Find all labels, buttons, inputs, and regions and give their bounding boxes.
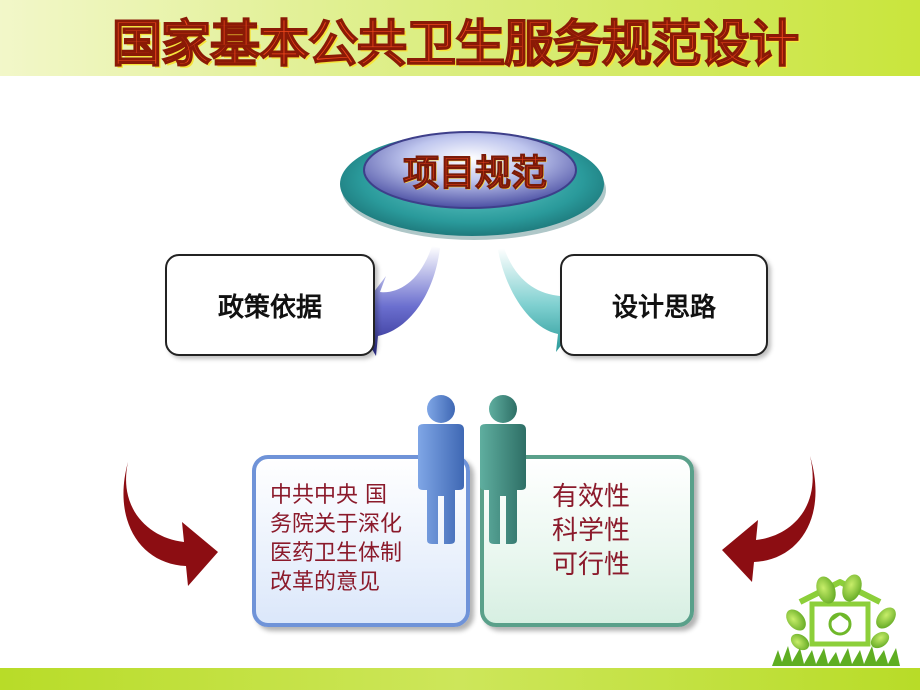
principle-line: 科学性 bbox=[552, 516, 631, 546]
title-band bbox=[0, 0, 920, 76]
right-red-arrow-icon bbox=[722, 456, 816, 582]
design-idea-label: 设计思路 bbox=[611, 292, 716, 323]
grass-icon bbox=[772, 646, 900, 666]
policy-line: 医药卫生体制 bbox=[270, 541, 403, 566]
policy-panel-text: 中共中央 国 务院关于深化 医药卫生体制 改革的意见 bbox=[270, 481, 450, 597]
leaf-icon bbox=[786, 574, 896, 651]
arrow-to-policy-icon bbox=[354, 246, 440, 356]
policy-line: 务院关于深化 bbox=[270, 512, 403, 537]
policy-line: 改革的意见 bbox=[270, 570, 381, 595]
left-red-arrow-icon bbox=[123, 462, 218, 586]
principle-line: 可行性 bbox=[552, 550, 631, 580]
policy-basis-label: 政策依据 bbox=[217, 292, 322, 323]
policy-line: 中共中央 国 bbox=[270, 483, 387, 508]
recycle-house-icon bbox=[798, 579, 882, 647]
slide-title: 国家基本公共卫生服务规范设计 bbox=[111, 14, 800, 74]
design-idea-box: 设计思路 bbox=[560, 254, 768, 356]
principles-panel-text: 有效性 科学性 可行性 bbox=[552, 480, 672, 582]
policy-basis-box: 政策依据 bbox=[165, 254, 375, 356]
principle-line: 有效性 bbox=[552, 482, 631, 512]
teal-person-icon bbox=[480, 395, 526, 544]
blue-person-icon bbox=[418, 395, 464, 544]
footer-band bbox=[0, 668, 920, 690]
center-node-label: 项目规范 bbox=[402, 153, 547, 195]
center-oval-node bbox=[340, 131, 606, 240]
